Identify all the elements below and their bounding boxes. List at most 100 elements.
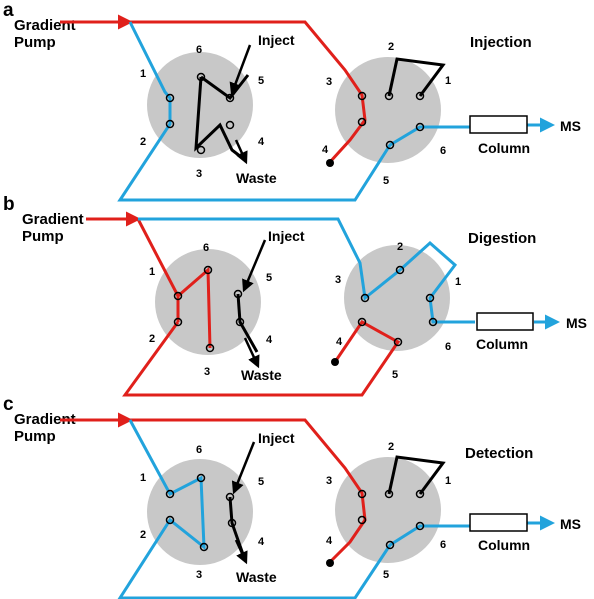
port-label: 6 bbox=[203, 242, 209, 254]
panel-letter: b bbox=[3, 194, 15, 215]
port bbox=[235, 317, 245, 327]
waste-label: Waste bbox=[236, 569, 277, 585]
port-label: 1 bbox=[149, 266, 155, 278]
port bbox=[393, 337, 403, 347]
inject-arrow bbox=[229, 44, 252, 96]
ms-label: MS bbox=[560, 118, 581, 134]
mode-label: Injection bbox=[470, 34, 532, 51]
port-label: 6 bbox=[196, 444, 202, 456]
panel-letter: a bbox=[3, 0, 14, 21]
port-label: 5 bbox=[266, 272, 272, 284]
port bbox=[199, 542, 209, 552]
port bbox=[415, 91, 425, 101]
column-box bbox=[469, 513, 528, 532]
port bbox=[165, 489, 175, 499]
port-label: 4 bbox=[258, 136, 265, 148]
blue-flow-line bbox=[138, 217, 475, 324]
red-flow-line bbox=[130, 20, 367, 164]
port-label: 5 bbox=[392, 369, 398, 381]
waste-arrow bbox=[243, 337, 260, 369]
port bbox=[165, 515, 175, 525]
port-label: 2 bbox=[149, 333, 155, 345]
port bbox=[205, 343, 215, 353]
port bbox=[357, 317, 367, 327]
port-label: 1 bbox=[455, 276, 461, 288]
sample-loop bbox=[387, 455, 446, 495]
port-label: 6 bbox=[445, 341, 451, 353]
port-label: 6 bbox=[440, 145, 446, 157]
plugged-port bbox=[326, 159, 334, 167]
pump-label: Pump bbox=[22, 228, 64, 245]
port bbox=[225, 120, 235, 130]
pump-label: Pump bbox=[14, 34, 56, 51]
port bbox=[357, 515, 367, 525]
port bbox=[357, 91, 367, 101]
port-label: 3 bbox=[326, 475, 332, 487]
plugged-port bbox=[331, 358, 339, 366]
port-label: 4 bbox=[322, 144, 329, 156]
ms-label: MS bbox=[566, 315, 587, 331]
port bbox=[384, 91, 394, 101]
blue-flow-line bbox=[117, 419, 470, 599]
port bbox=[415, 521, 425, 531]
port-label: 2 bbox=[388, 41, 394, 53]
port bbox=[384, 489, 394, 499]
panel-a: a Gradient Pump 1 2 bbox=[3, 0, 581, 202]
panel-letter: c bbox=[3, 394, 14, 415]
red-flow-line bbox=[130, 418, 367, 564]
port-label: 4 bbox=[326, 535, 333, 547]
port bbox=[425, 293, 435, 303]
inject-label: Inject bbox=[258, 430, 295, 446]
plugged-port bbox=[326, 559, 334, 567]
port bbox=[196, 473, 206, 483]
inject-arrow bbox=[231, 441, 256, 495]
port-label: 3 bbox=[335, 274, 341, 286]
panel-b: b Gradient Pump 1 2 3 4 bbox=[3, 194, 587, 397]
port-label: 4 bbox=[336, 336, 343, 348]
port-label: 1 bbox=[140, 472, 146, 484]
waste-arrow bbox=[234, 139, 248, 165]
column-label: Column bbox=[478, 140, 530, 156]
port bbox=[415, 122, 425, 132]
port-label: 5 bbox=[383, 175, 389, 187]
valve-right bbox=[344, 245, 450, 351]
valve-right bbox=[335, 57, 441, 163]
column-box bbox=[476, 312, 534, 331]
waste-path bbox=[236, 293, 259, 353]
valve-right bbox=[335, 457, 441, 563]
inject-arrow bbox=[242, 239, 267, 293]
port-label: 5 bbox=[383, 569, 389, 581]
column-label: Column bbox=[478, 537, 530, 553]
port-label: 6 bbox=[440, 539, 446, 551]
gradient-label: Gradient bbox=[14, 411, 76, 428]
panel-c: c Gradient Pump 1 2 3 4 5 bbox=[3, 394, 581, 599]
port-label: 5 bbox=[258, 476, 264, 488]
waste-label: Waste bbox=[241, 367, 282, 383]
valve-left bbox=[147, 459, 253, 565]
port bbox=[227, 518, 237, 528]
port bbox=[357, 117, 367, 127]
port-label: 4 bbox=[258, 536, 265, 548]
inject-loop bbox=[200, 74, 250, 101]
waste-arrow bbox=[234, 539, 248, 565]
port bbox=[357, 489, 367, 499]
port-label: 3 bbox=[204, 366, 210, 378]
port bbox=[385, 140, 395, 150]
mode-label: Digestion bbox=[468, 230, 536, 247]
port bbox=[360, 293, 370, 303]
inject-label: Inject bbox=[258, 32, 295, 48]
port bbox=[173, 291, 183, 301]
port-label: 6 bbox=[196, 44, 202, 56]
pump-label: Pump bbox=[14, 428, 56, 445]
waste-label: Waste bbox=[236, 170, 277, 186]
column-box bbox=[469, 115, 528, 134]
port bbox=[225, 492, 235, 502]
port-label: 3 bbox=[196, 168, 202, 180]
port-label: 5 bbox=[258, 75, 264, 87]
port bbox=[196, 72, 206, 82]
port bbox=[428, 317, 438, 327]
port-label: 1 bbox=[445, 475, 451, 487]
port bbox=[165, 93, 175, 103]
port-label: 1 bbox=[140, 68, 146, 80]
